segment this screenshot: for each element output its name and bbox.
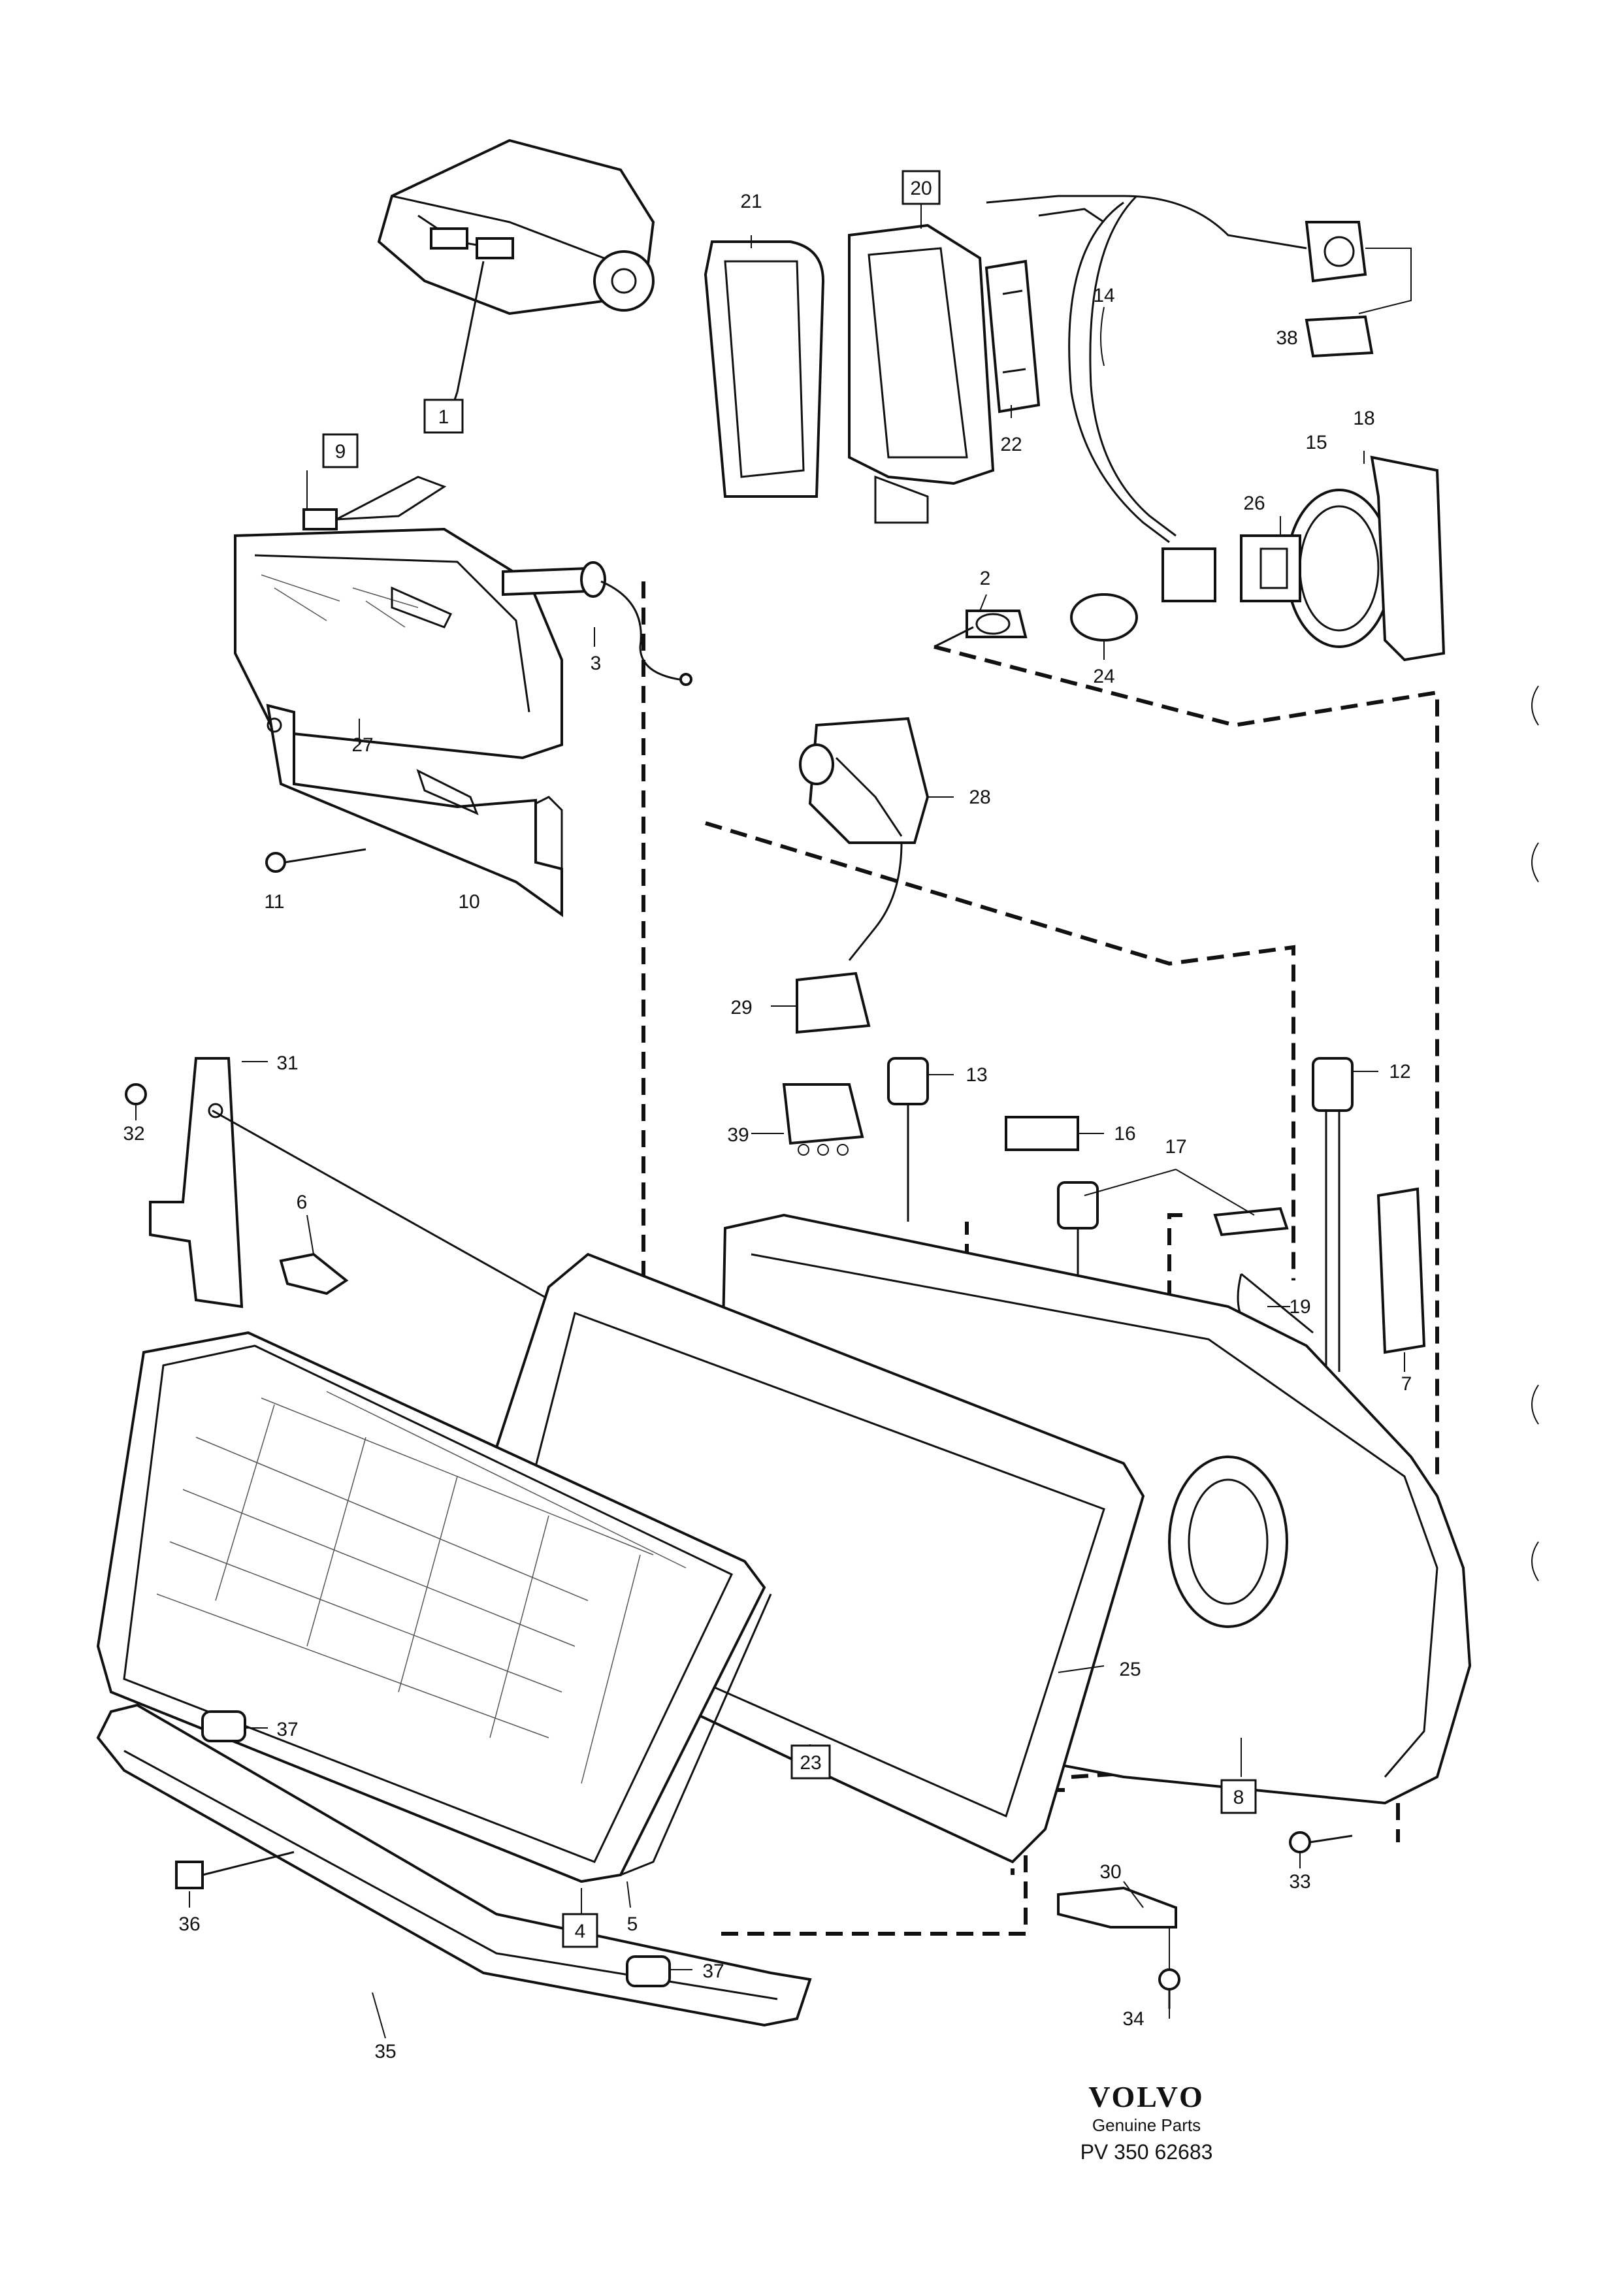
part-label-16: 16	[1114, 1123, 1135, 1145]
part-number-text: 10	[458, 891, 479, 913]
part-number-text: 22	[1000, 434, 1022, 455]
part-number-text: 25	[1119, 1659, 1141, 1680]
part-number-text: 13	[966, 1064, 987, 1086]
part-label-4: 4	[562, 1913, 598, 1948]
part-label-24: 24	[1093, 666, 1114, 687]
part-number-text: 37	[702, 1961, 724, 1982]
part-label-19: 19	[1289, 1296, 1310, 1318]
part-number-text: 33	[1289, 1871, 1310, 1893]
part-label-36: 36	[178, 1913, 200, 1935]
part-number-text: 34	[1122, 2008, 1144, 2030]
part-label-3: 3	[591, 653, 602, 674]
part-label-10: 10	[458, 891, 479, 913]
part-number-text: 36	[178, 1913, 200, 1935]
seal-and-cover-group	[704, 223, 1041, 524]
part-label-13: 13	[966, 1064, 987, 1086]
wiring-and-bulb-group	[934, 195, 1446, 662]
part-label-38: 38	[1276, 327, 1297, 349]
part-number-text: 6	[297, 1192, 308, 1213]
part-label-29: 29	[730, 997, 752, 1018]
level-motor-group	[782, 717, 930, 1156]
headlamp-lens	[96, 1331, 772, 1883]
lower-mounting-hardware	[1057, 1831, 1353, 2009]
part-number-text: 29	[730, 997, 752, 1018]
part-number-text: 1	[438, 406, 449, 428]
part-number-text: 21	[740, 191, 762, 212]
part-label-30: 30	[1099, 1861, 1121, 1883]
corner-lamp-housing	[234, 476, 692, 760]
part-label-12: 12	[1389, 1061, 1410, 1082]
part-label-23: 23	[790, 1744, 831, 1780]
part-number-text: 39	[727, 1124, 749, 1146]
part-number-text: 14	[1093, 285, 1114, 306]
car-front-illustration	[377, 138, 655, 412]
part-label-7: 7	[1401, 1373, 1412, 1395]
brand-tagline: Genuine Parts	[1092, 2115, 1201, 2135]
part-number-text: 5	[627, 1913, 638, 1935]
part-number-text: 27	[351, 734, 373, 756]
part-number-text: 26	[1243, 493, 1265, 514]
part-number-text: 3	[591, 653, 602, 674]
brand-name: VOLVO	[1088, 2080, 1205, 2113]
part-number-text: 9	[335, 441, 346, 463]
part-number-text: 12	[1389, 1061, 1410, 1082]
part-number-text: 20	[910, 178, 932, 199]
part-label-2: 2	[980, 568, 991, 589]
part-label-8: 8	[1220, 1779, 1257, 1814]
part-label-37-lower: 37	[702, 1961, 724, 1982]
part-label-15: 15	[1305, 432, 1327, 453]
part-number-text: 32	[123, 1123, 144, 1145]
part-number-text: 28	[969, 787, 990, 808]
part-label-39: 39	[727, 1124, 749, 1146]
part-number-text: 18	[1353, 408, 1374, 429]
part-number-text: 30	[1099, 1861, 1121, 1883]
part-label-22: 22	[1000, 434, 1022, 455]
part-label-28: 28	[969, 787, 990, 808]
part-label-11: 11	[264, 891, 284, 913]
part-number-text: 15	[1305, 432, 1327, 453]
part-label-21: 21	[740, 191, 762, 212]
part-label-25: 25	[1119, 1659, 1141, 1680]
part-number-text: 19	[1289, 1296, 1310, 1318]
mounting-brackets-left	[125, 1057, 562, 1309]
leader-lines	[135, 203, 1405, 2039]
part-labels: 1 2 3 4 5 6 7 8 9 10 11 12 13 14 15 16 1…	[123, 170, 1412, 2062]
part-number-text: 7	[1401, 1373, 1412, 1395]
part-label-34: 34	[1122, 2008, 1144, 2030]
part-label-26: 26	[1243, 493, 1265, 514]
part-label-37-upper: 37	[276, 1719, 298, 1740]
part-number-text: 17	[1165, 1136, 1186, 1158]
part-number-text: 16	[1114, 1123, 1135, 1145]
part-number-text: 35	[374, 2041, 396, 2062]
part-label-31: 31	[276, 1052, 298, 1074]
part-label-18: 18	[1353, 408, 1374, 429]
headlamp-bracket	[265, 704, 563, 917]
part-label-6: 6	[297, 1192, 308, 1213]
part-number-text: 11	[264, 891, 284, 913]
part-number-text: 23	[800, 1752, 821, 1774]
part-number-text: 38	[1276, 327, 1297, 349]
part-label-20: 20	[901, 170, 941, 205]
margin-marks	[1531, 685, 1539, 1582]
adjuster-screws-group	[887, 1057, 1426, 1372]
brand-block: VOLVO Genuine Parts PV 350 62683	[1080, 2080, 1213, 2164]
part-label-5: 5	[627, 1913, 638, 1935]
part-number-text: 24	[1093, 666, 1114, 687]
part-label-1: 1	[423, 399, 464, 434]
part-label-17: 17	[1165, 1136, 1186, 1158]
part-number-text: 2	[980, 568, 991, 589]
part-number-text: 4	[575, 1921, 586, 1942]
part-label-35: 35	[374, 2041, 396, 2062]
part-label-33: 33	[1289, 1871, 1310, 1893]
part-number-text: 8	[1233, 1787, 1244, 1808]
lower-trim-spoiler	[96, 1703, 812, 2027]
part-label-14: 14	[1093, 285, 1114, 306]
part-label-27: 27	[351, 734, 373, 756]
part-number-text: 31	[276, 1052, 298, 1074]
catalog-code: PV 350 62683	[1080, 2140, 1213, 2164]
part-label-32: 32	[123, 1123, 144, 1145]
part-label-9: 9	[322, 433, 359, 468]
part-number-text: 37	[276, 1719, 298, 1740]
